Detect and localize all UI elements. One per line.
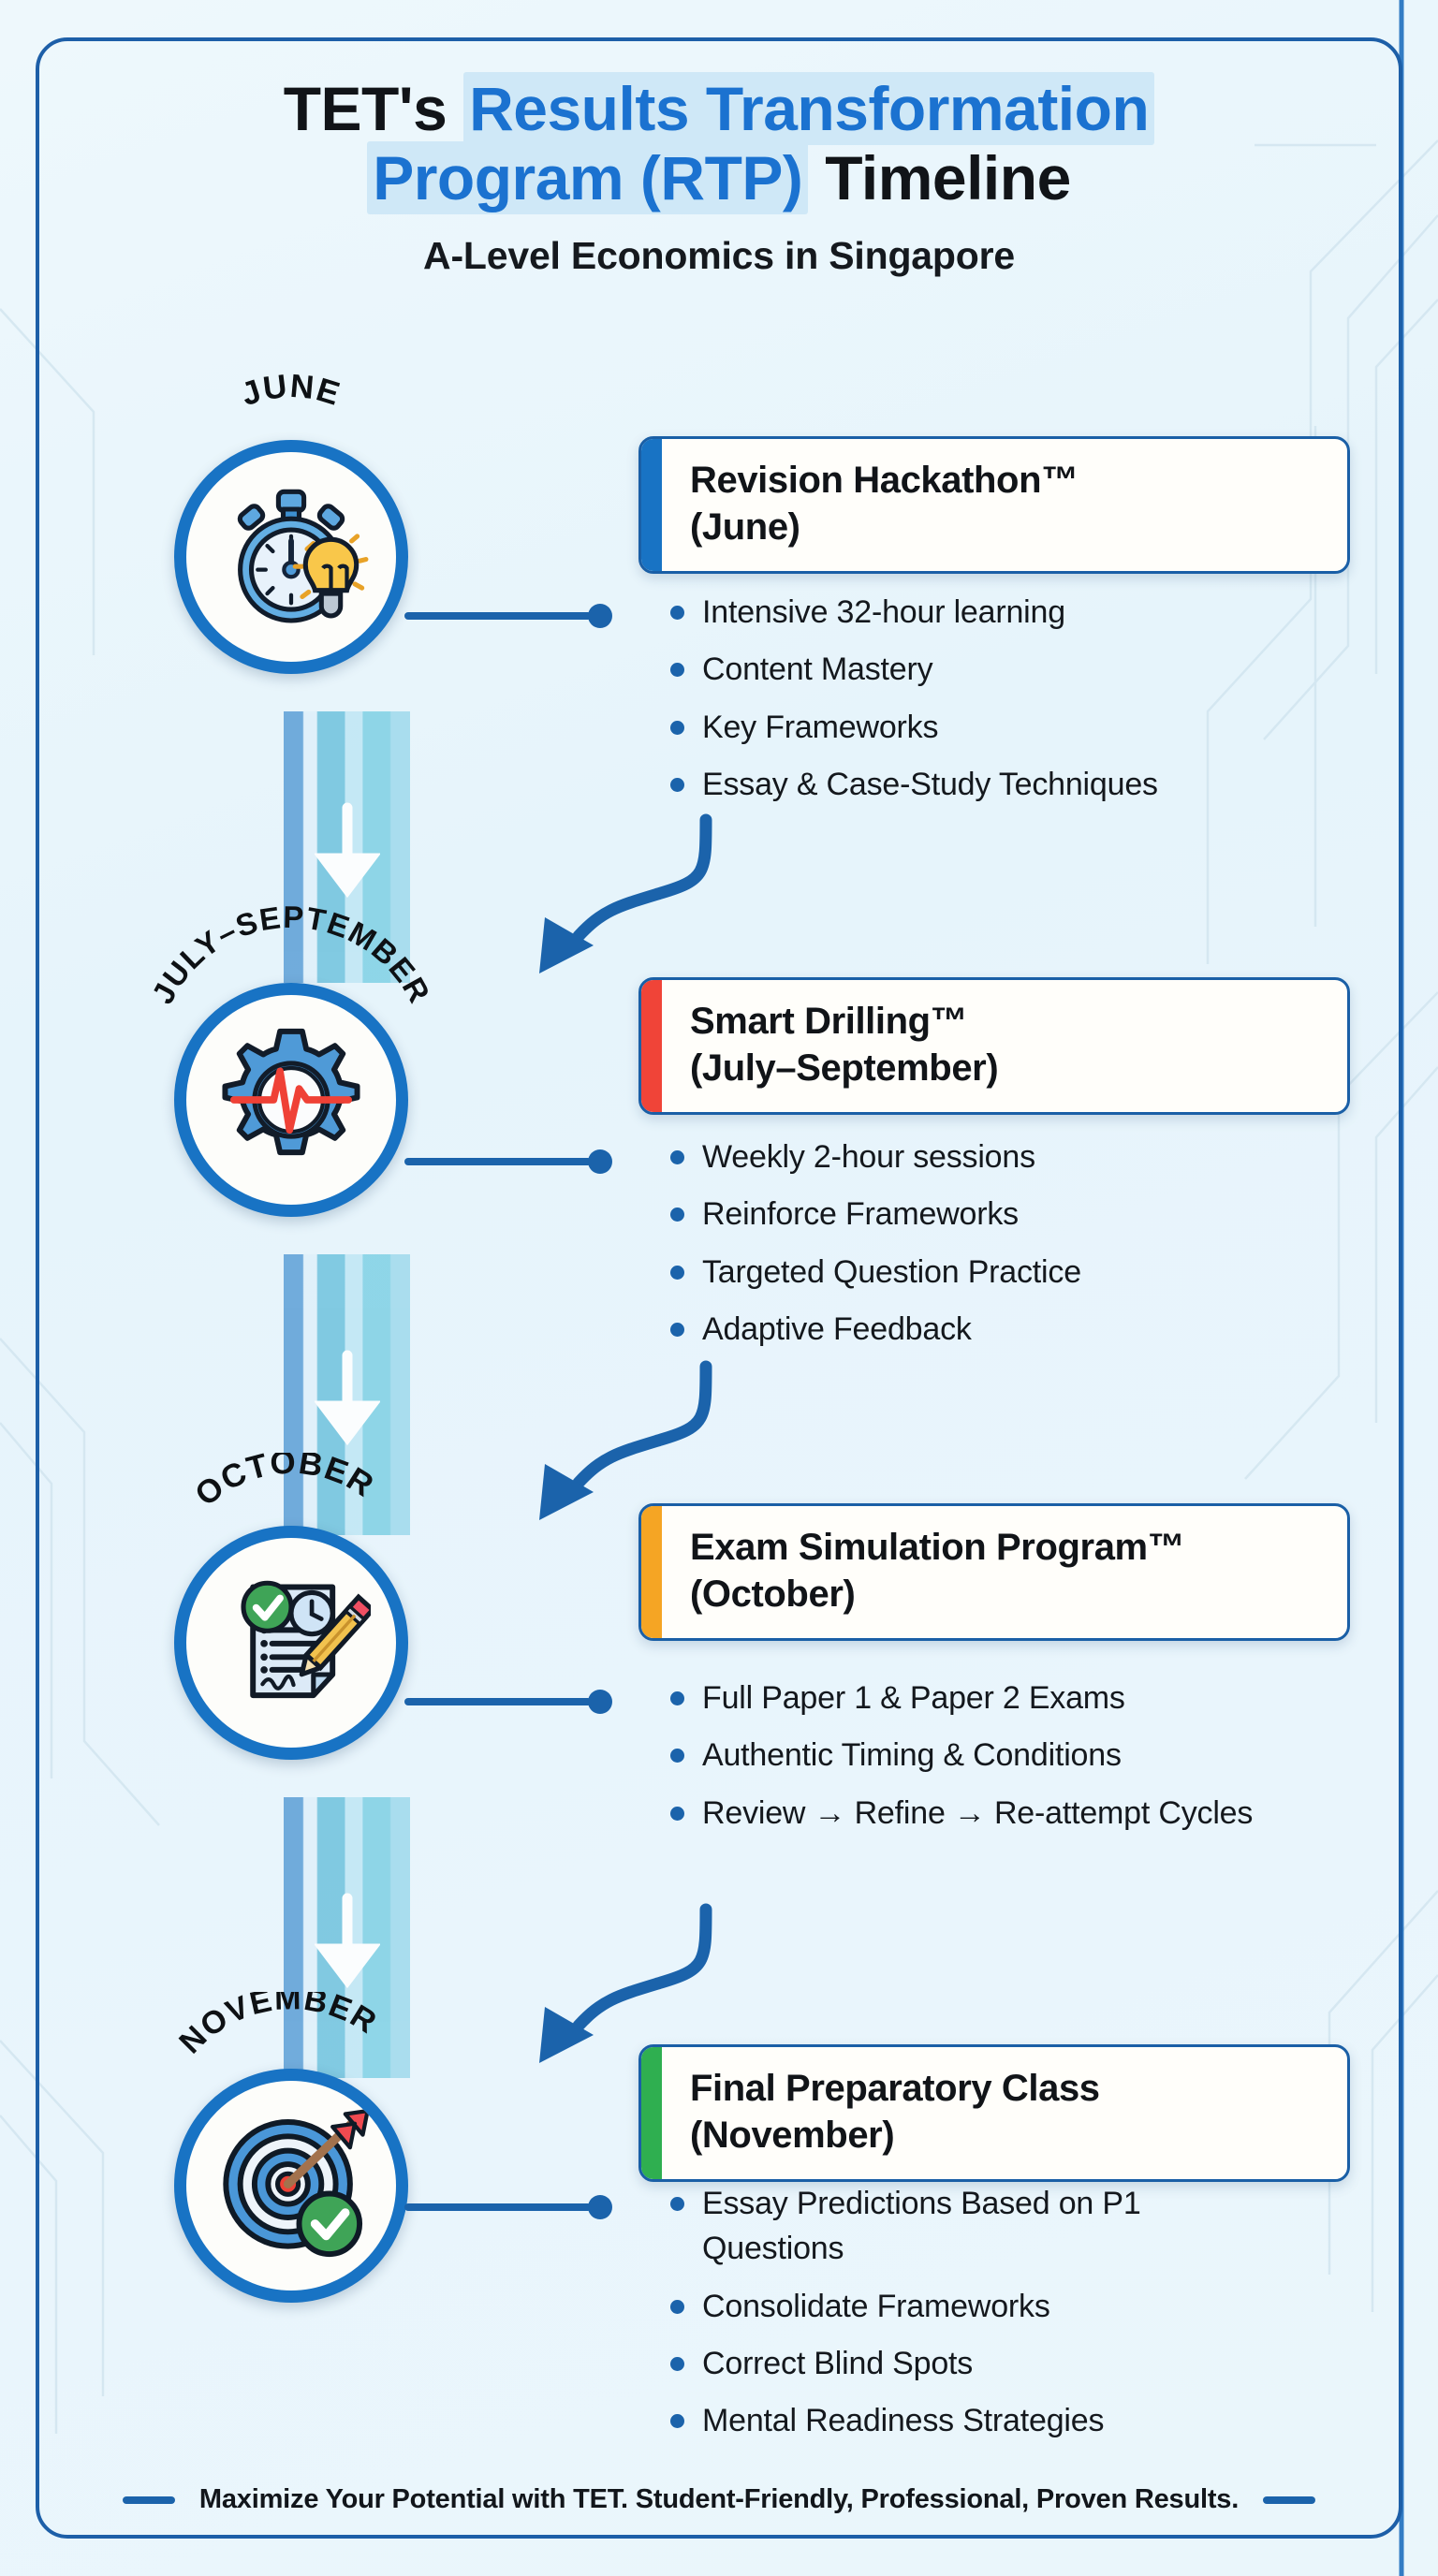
card-accent-bar — [641, 2047, 662, 2180]
circle-icon-frame — [174, 983, 408, 1217]
card-title-line-2: (October) — [690, 1573, 856, 1615]
list-item: Key Frameworks — [665, 705, 1339, 750]
step-connector-october — [404, 1690, 612, 1714]
list-item: Adaptive Feedback — [665, 1307, 1339, 1352]
card-title: Revision Hackathon™ (June) — [662, 439, 1103, 571]
list-item: Correct Blind Spots — [665, 2341, 1255, 2386]
connector-dot — [588, 2195, 612, 2219]
step-bullets-june: Intensive 32-hour learning Content Maste… — [665, 590, 1339, 819]
list-item: Intensive 32-hour learning — [665, 590, 1339, 635]
footer-rule-left — [122, 2496, 175, 2504]
step-card-november[interactable]: Final Preparatory Class (November) — [638, 2044, 1350, 2183]
card-title-line-1: Final Preparatory Class — [690, 2068, 1100, 2109]
step-circle-july-september[interactable]: JULY–SEPTEMBER — [148, 902, 434, 1217]
circle-icon-frame — [174, 2069, 408, 2303]
target-arrow-check-icon — [223, 2108, 370, 2258]
list-item: Content Mastery — [665, 647, 1339, 692]
card-title-line-1: Exam Simulation Program™ — [690, 1527, 1185, 1568]
card-title: Final Preparatory Class (November) — [662, 2047, 1124, 2179]
title-accent-results-transformation: Results Transformation — [463, 72, 1155, 145]
step-connector-november — [404, 2195, 612, 2219]
title-suffix-timeline: Timeline — [808, 142, 1071, 212]
list-item: Consolidate Frameworks — [665, 2284, 1255, 2329]
timeline-ribbon-3 — [284, 1797, 410, 2078]
card-title: Smart Drilling™ (July–September) — [662, 980, 1022, 1112]
step-connector-arrow-2 — [539, 1360, 712, 1520]
list-item: Full Paper 1 & Paper 2 Exams — [665, 1676, 1264, 1720]
connector-dot — [588, 1149, 612, 1174]
poster-footer: Maximize Your Potential with TET. Studen… — [0, 2484, 1438, 2515]
poster-header: TET's Results Transformation Program (RT… — [0, 72, 1438, 278]
step-bullets-july-september: Weekly 2-hour sessions Reinforce Framewo… — [665, 1134, 1339, 1364]
title-prefix: TET's — [283, 74, 464, 143]
list-item: Weekly 2-hour sessions — [665, 1134, 1339, 1179]
gear-pulse-icon — [222, 1028, 360, 1156]
circle-icon-frame — [174, 440, 408, 674]
step-connector-arrow-1 — [539, 813, 712, 973]
step-card-june[interactable]: Revision Hackathon™ (June) — [638, 436, 1350, 575]
card-accent-bar — [641, 980, 662, 1113]
card-title-line-2: (November) — [690, 2114, 895, 2156]
ribbon-down-arrow-icon — [314, 1350, 380, 1446]
title-accent-program-rtp: Program (RTP) — [367, 140, 809, 214]
step-circle-june[interactable]: JUNE — [174, 368, 408, 674]
list-item: Essay Predictions Based on P1 Questions — [665, 2181, 1255, 2272]
card-title: Exam Simulation Program™ (October) — [662, 1506, 1209, 1638]
timeline-ribbon-2 — [284, 1254, 410, 1535]
list-item: Mental Readiness Strategies — [665, 2398, 1255, 2443]
list-item: Reinforce Frameworks — [665, 1192, 1339, 1237]
page-title-line-1: TET's Results Transformation — [0, 72, 1438, 145]
footer-tagline: Maximize Your Potential with TET. Studen… — [198, 2484, 1240, 2514]
step-connector-june — [404, 604, 612, 628]
list-item: Review → Refine → Re-attempt Cycles — [665, 1791, 1264, 1836]
step-connector-july-september — [404, 1149, 612, 1174]
step-bullets-november: Essay Predictions Based on P1 Questions … — [665, 2181, 1255, 2455]
step-card-july-september[interactable]: Smart Drilling™ (July–September) — [638, 977, 1350, 1116]
step-circle-november[interactable]: NOVEMBER — [172, 1992, 408, 2303]
exam-paper-pencil-icon — [241, 1580, 371, 1699]
stopwatch-lightbulb-icon — [237, 489, 369, 623]
connector-dot — [588, 1690, 612, 1714]
svg-text:JUNE: JUNE — [237, 368, 345, 414]
month-label-text: JUNE — [237, 368, 344, 414]
card-accent-bar — [641, 439, 662, 572]
list-item: Essay & Case-Study Techniques — [665, 762, 1339, 807]
step-card-october[interactable]: Exam Simulation Program™ (October) — [638, 1503, 1350, 1642]
ribbon-down-arrow-icon — [314, 802, 380, 899]
footer-rule-right — [1263, 2496, 1316, 2504]
step-circle-october[interactable]: OCTOBER — [174, 1453, 408, 1760]
timeline-ribbon-1 — [284, 711, 410, 983]
step-bullets-october: Full Paper 1 & Paper 2 Exams Authentic T… — [665, 1676, 1264, 1848]
card-title-line-2: (July–September) — [690, 1046, 999, 1089]
card-title-line-2: (June) — [690, 505, 800, 548]
list-item: Authentic Timing & Conditions — [665, 1733, 1264, 1778]
connector-dot — [588, 604, 612, 628]
page-subtitle: A-Level Economics in Singapore — [423, 233, 1015, 277]
circle-icon-frame — [174, 1526, 408, 1760]
card-title-line-1: Smart Drilling™ — [690, 1001, 968, 1042]
card-title-line-1: Revision Hackathon™ — [690, 460, 1078, 501]
ribbon-down-arrow-icon — [314, 1893, 380, 1989]
list-item: Targeted Question Practice — [665, 1250, 1339, 1295]
page-title-line-2: Program (RTP) Timeline — [0, 140, 1438, 214]
card-accent-bar — [641, 1506, 662, 1639]
